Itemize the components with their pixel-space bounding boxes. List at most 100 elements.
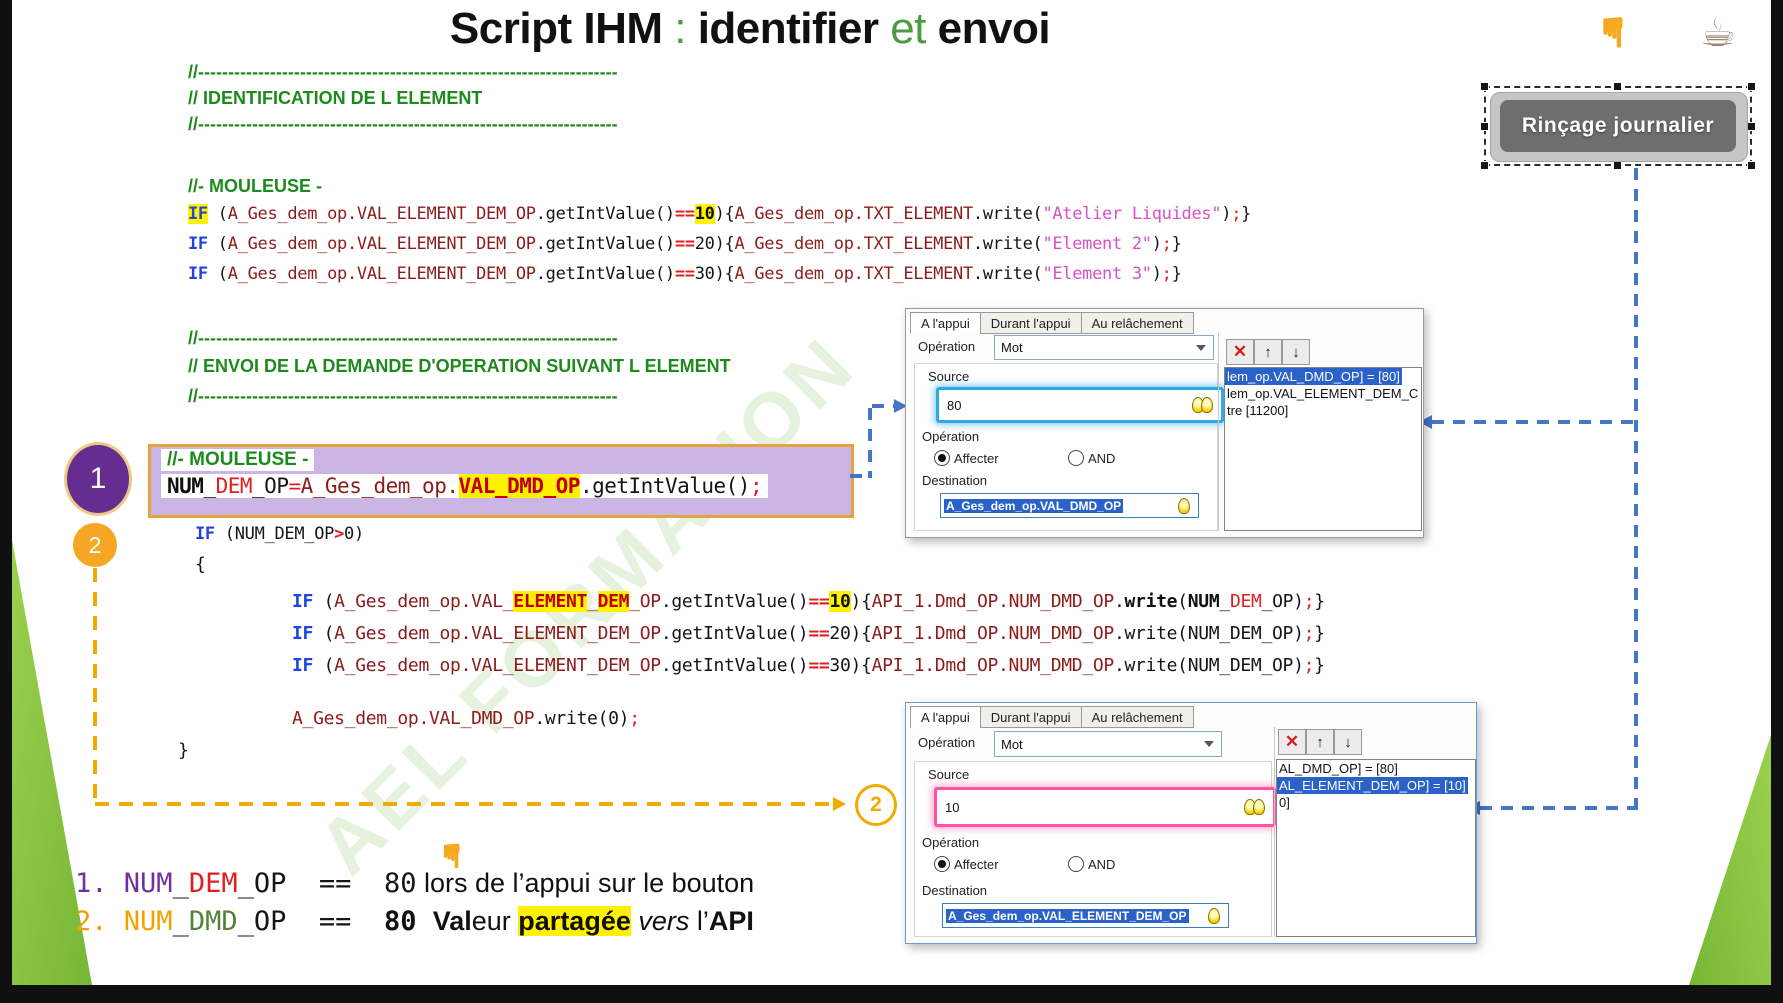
selection-handle[interactable] <box>1747 122 1756 131</box>
radio-affecter[interactable] <box>934 450 950 466</box>
operation-group-label: Opération <box>922 429 980 444</box>
left-edge-bar <box>0 0 12 985</box>
connector-box1-dialog1 <box>872 404 896 408</box>
list-item[interactable]: lem_op.VAL_ELEMENT_DEM_C <box>1227 386 1419 401</box>
connector-box1-dialog1 <box>868 408 872 478</box>
summary-line-2: 2. NUM_DMD_OP == 80 Valeur partagée vers… <box>75 906 754 937</box>
delete-action-button[interactable]: ✕ <box>1226 339 1254 365</box>
operation-label: Opération <box>918 339 976 354</box>
operation-type-value: Mot <box>1001 340 1023 355</box>
code-line: IF (A_Ges_dem_op.VAL_ELEMENT_DEM_OP.getI… <box>292 623 1325 644</box>
selection-handle[interactable] <box>1613 161 1622 170</box>
list-item[interactable]: AL_ELEMENT_DEM_OP] = [10] <box>1277 777 1468 794</box>
destination-label: Destination <box>922 473 988 488</box>
pointing-down-finger-icon: ☛ <box>431 840 472 872</box>
tab-bar: A l'appui Durant l'appui Au relâchement <box>910 312 1194 334</box>
code-line: // ENVOI DE LA DEMANDE D'OPERATION SUIVA… <box>188 356 731 376</box>
code-line: //- MOULEUSE - <box>188 176 322 196</box>
hot-beverage-icon: ☕ <box>1700 10 1736 56</box>
operation-type-value: Mot <box>1001 736 1023 752</box>
tab-bar: A l'appui Durant l'appui Au relâchement <box>910 706 1194 728</box>
delete-x-icon: ✕ <box>1284 732 1300 751</box>
selection-handle[interactable] <box>1480 82 1489 91</box>
action-dialog-2: A l'appui Durant l'appui Au relâchement … <box>905 702 1477 944</box>
code-line: //--------------------------------------… <box>188 328 618 348</box>
move-up-button[interactable]: ↑ <box>1254 339 1282 365</box>
rincage-button[interactable]: Rinçage journalier <box>1500 100 1736 152</box>
move-down-button[interactable]: ↓ <box>1282 339 1310 365</box>
action-list[interactable]: AL_DMD_OP] = [80] AL_ELEMENT_DEM_OP] = [… <box>1276 759 1476 937</box>
title-sep: : <box>662 4 698 53</box>
code-line: //--------------------------------------… <box>188 62 618 82</box>
radio-and[interactable] <box>1068 856 1084 872</box>
source-label: Source <box>928 369 970 384</box>
tag-picker-bulbs-icon[interactable] <box>1192 397 1213 413</box>
tag-picker-bulbs-icon[interactable] <box>1244 799 1265 815</box>
chevron-down-icon <box>1204 741 1214 747</box>
action-list[interactable]: lem_op.VAL_DMD_OP] = [80] lem_op.VAL_ELE… <box>1224 367 1422 531</box>
bottom-edge-bar <box>0 985 1783 1003</box>
connector-step2-dialog2 <box>95 802 835 806</box>
radio-affecter-label: Affecter <box>954 857 999 872</box>
radio-and[interactable] <box>1068 450 1084 466</box>
list-item[interactable]: AL_DMD_OP] = [80] <box>1279 761 1398 776</box>
action-dialog-1: A l'appui Durant l'appui Au relâchement … <box>905 308 1424 538</box>
radio-affecter[interactable] <box>934 856 950 872</box>
code-line: IF (A_Ges_dem_op.VAL_ELEMENT_DEM_OP.getI… <box>188 264 1182 284</box>
code-line: //--------------------------------------… <box>188 386 618 406</box>
list-item[interactable]: lem_op.VAL_DMD_OP] = [80] <box>1225 368 1402 385</box>
selection-handle[interactable] <box>1747 161 1756 170</box>
tag-picker-bulb-icon[interactable] <box>1178 497 1190 514</box>
operation-type-select[interactable]: Mot <box>994 731 1222 757</box>
arrow-up-icon: ↑ <box>1264 343 1272 361</box>
destination-input[interactable]: A_Ges_dem_op.VAL_ELEMENT_DEM_OP <box>942 903 1229 928</box>
arrow-up-icon: ↑ <box>1316 733 1324 751</box>
tag-picker-bulb-icon[interactable] <box>1208 907 1220 924</box>
delete-x-icon: ✕ <box>1232 342 1248 361</box>
code-line: //- MOULEUSE - <box>161 449 315 471</box>
source-input[interactable]: 80 <box>936 387 1224 423</box>
tab-durant-lappui[interactable]: Durant l'appui <box>979 706 1082 728</box>
code-line: NUM_DEM_OP=A_Ges_dem_op.VAL_DMD_OP.getIn… <box>161 474 769 498</box>
selection-handle[interactable] <box>1613 82 1622 91</box>
chevron-down-icon <box>1196 344 1206 351</box>
corner-triangle-right <box>1689 735 1771 985</box>
connector-button-dialog2 <box>1480 806 1634 810</box>
source-value: 10 <box>945 799 960 815</box>
radio-and-label: AND <box>1088 451 1116 466</box>
destination-value: A_Ges_dem_op.VAL_DMD_OP <box>944 498 1124 513</box>
code-line: { <box>195 554 206 575</box>
pointing-down-finger-icon: ☛ <box>1588 13 1638 52</box>
code-line: IF (A_Ges_dem_op.VAL_ELEMENT_DEM_OP.getI… <box>292 591 1325 612</box>
radio-affecter-label: Affecter <box>954 451 999 466</box>
tab-a-lappui[interactable]: A l'appui <box>910 706 981 728</box>
right-edge-bar <box>1771 0 1783 985</box>
title-part: Script IHM <box>449 4 663 53</box>
destination-input[interactable]: A_Ges_dem_op.VAL_DMD_OP <box>940 493 1199 518</box>
tab-a-lappui[interactable]: A l'appui <box>910 312 981 334</box>
selection-handle[interactable] <box>1747 82 1756 91</box>
arrow-down-icon: ↓ <box>1344 733 1352 751</box>
list-item[interactable]: 0] <box>1279 795 1290 810</box>
page-title: Script IHM : identifier et envoi <box>330 4 1170 54</box>
tab-au-relachement[interactable]: Au relâchement <box>1080 312 1194 334</box>
code-line: IF (A_Ges_dem_op.VAL_ELEMENT_DEM_OP.getI… <box>188 204 1252 224</box>
list-item[interactable]: tre [11200] <box>1227 403 1289 418</box>
tab-au-relachement[interactable]: Au relâchement <box>1080 706 1194 728</box>
move-up-button[interactable]: ↑ <box>1306 729 1334 755</box>
connector-step2-dialog2 <box>93 568 97 804</box>
code-line: //--------------------------------------… <box>188 114 618 134</box>
move-down-button[interactable]: ↓ <box>1334 729 1362 755</box>
source-input[interactable]: 10 <box>934 787 1276 827</box>
tab-durant-lappui[interactable]: Durant l'appui <box>979 312 1082 334</box>
operation-type-select[interactable]: Mot <box>994 335 1214 360</box>
selection-handle[interactable] <box>1480 122 1489 131</box>
highlight-box-step1: //- MOULEUSE - NUM_DEM_OP=A_Ges_dem_op.V… <box>148 444 854 518</box>
selection-handle[interactable] <box>1480 161 1489 170</box>
connector-button-dialog1 <box>1432 420 1634 424</box>
delete-action-button[interactable]: ✕ <box>1278 729 1306 755</box>
source-value: 80 <box>947 397 962 413</box>
summary-line-1: 1. NUM_DEM_OP == 80 lors de l’appui sur … <box>75 868 755 899</box>
code-line: IF (A_Ges_dem_op.VAL_ELEMENT_DEM_OP.getI… <box>188 234 1182 254</box>
